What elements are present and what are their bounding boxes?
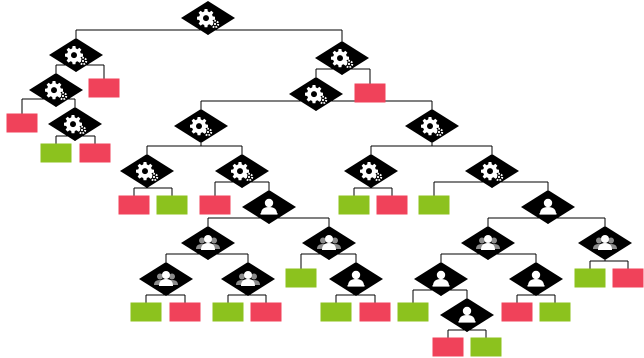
decision-node bbox=[521, 190, 575, 224]
decision-node bbox=[221, 262, 275, 296]
leaf-red bbox=[432, 337, 464, 357]
leaf-red bbox=[169, 302, 201, 322]
decision-node bbox=[509, 262, 563, 296]
decision-node bbox=[461, 226, 515, 260]
leaf-green bbox=[574, 268, 606, 288]
leaf-green bbox=[212, 302, 244, 322]
leaf-green bbox=[320, 302, 352, 322]
decision-node bbox=[49, 38, 103, 72]
decision-node bbox=[440, 298, 494, 332]
decision-node bbox=[289, 77, 343, 111]
decision-node bbox=[139, 262, 193, 296]
leaf-red bbox=[6, 113, 38, 133]
leaf-red bbox=[359, 302, 391, 322]
leaf-green bbox=[130, 302, 162, 322]
decision-node bbox=[315, 41, 369, 75]
leaf-red bbox=[250, 302, 282, 322]
decision-node bbox=[465, 154, 519, 188]
decision-node bbox=[302, 226, 356, 260]
decision-node bbox=[215, 154, 269, 188]
decision-node bbox=[578, 226, 632, 260]
leaf-red bbox=[79, 143, 111, 163]
leaf-green bbox=[156, 195, 188, 215]
decision-node bbox=[414, 262, 468, 296]
leaf-red bbox=[501, 302, 533, 322]
decision-node bbox=[242, 190, 296, 224]
decision-node bbox=[181, 226, 235, 260]
decision-node bbox=[29, 73, 83, 107]
leaf-green bbox=[397, 302, 429, 322]
decision-node bbox=[48, 107, 102, 141]
leaf-red bbox=[199, 195, 231, 215]
decision-nodes bbox=[29, 1, 632, 332]
leaf-red bbox=[118, 195, 150, 215]
decision-node bbox=[120, 154, 174, 188]
leaf-nodes bbox=[6, 78, 644, 357]
leaf-green bbox=[539, 302, 571, 322]
decision-node bbox=[174, 109, 228, 143]
decision-node bbox=[181, 1, 235, 35]
leaf-red bbox=[354, 83, 386, 103]
leaf-green bbox=[40, 143, 72, 163]
decision-node bbox=[329, 262, 383, 296]
decision-node bbox=[344, 154, 398, 188]
leaf-red bbox=[612, 268, 644, 288]
decision-node bbox=[405, 109, 459, 143]
leaf-green bbox=[285, 268, 317, 288]
leaf-red bbox=[88, 78, 120, 98]
leaf-red bbox=[376, 195, 408, 215]
leaf-green bbox=[418, 195, 450, 215]
leaf-green bbox=[338, 195, 370, 215]
leaf-green bbox=[470, 337, 502, 357]
